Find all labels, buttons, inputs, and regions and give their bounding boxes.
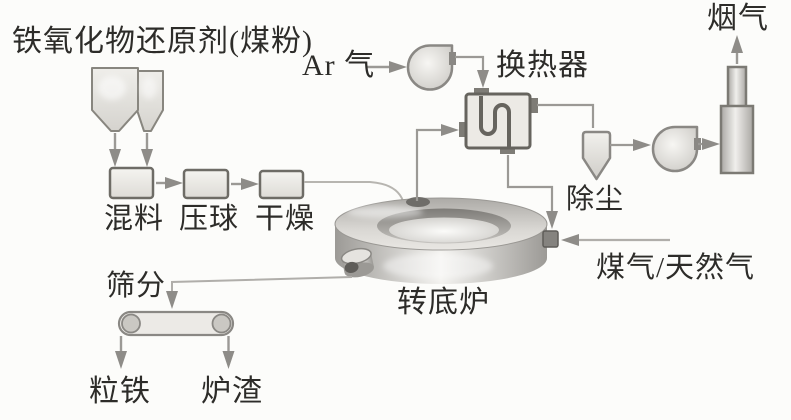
exchanger-right-nozzle bbox=[529, 98, 538, 113]
mixing-box-icon bbox=[108, 166, 155, 200]
label-heat-exchanger: 换热器 bbox=[496, 49, 589, 82]
label-dust-removal: 除尘 bbox=[566, 184, 625, 215]
flue-blower-icon bbox=[651, 125, 701, 173]
cyclone-dust-collector-icon bbox=[581, 130, 612, 181]
furnace-front-highlight bbox=[383, 253, 493, 279]
exchanger-bottom-nozzle bbox=[500, 146, 515, 154]
label-furnace: 转底炉 bbox=[397, 286, 490, 319]
drying-box-icon bbox=[258, 169, 305, 200]
furnace-to-screening-line bbox=[166, 276, 353, 309]
hopper-highlight bbox=[98, 76, 126, 100]
label-screening: 筛分 bbox=[106, 270, 167, 302]
label-drying: 干燥 bbox=[255, 203, 316, 235]
hopper-icons bbox=[91, 67, 164, 132]
screening-conveyor-icon bbox=[117, 310, 235, 337]
rotary-hearth-furnace-icon bbox=[334, 197, 559, 284]
label-slag: 炉渣 bbox=[201, 375, 263, 408]
hopper-highlight bbox=[141, 77, 157, 99]
label-ar-gas: Ar 气 bbox=[302, 49, 376, 82]
conveyor-roller-icon bbox=[211, 313, 232, 334]
furnace-top-highlight bbox=[347, 206, 423, 218]
exchanger-to-dust-line bbox=[537, 103, 595, 128]
heat-exchanger-icon bbox=[459, 88, 538, 154]
label-granular-iron: 粒铁 bbox=[89, 375, 151, 408]
exchanger-to-furnace-line bbox=[506, 155, 558, 229]
briquetting-box-icon bbox=[182, 168, 230, 200]
exchanger-top-nozzle bbox=[474, 88, 489, 96]
ar-blower-icon bbox=[406, 44, 456, 91]
furnace-discharge-outlet-icon bbox=[340, 247, 374, 278]
conveyor-bed bbox=[117, 310, 235, 337]
blower-outlet bbox=[694, 138, 701, 150]
discharge-top bbox=[340, 247, 372, 265]
furnace-offgas-line bbox=[415, 124, 459, 201]
discharge-hole bbox=[344, 261, 359, 273]
blower-to-exchanger-line bbox=[455, 55, 489, 88]
label-mixing: 混料 bbox=[104, 203, 165, 235]
label-briquetting: 压球 bbox=[179, 203, 240, 235]
exchanger-left-nozzle bbox=[459, 122, 468, 137]
label-iron-oxide: 铁氧化物 bbox=[12, 25, 136, 58]
stack-neck bbox=[726, 65, 748, 110]
blower-outlet bbox=[449, 52, 456, 65]
exchanger-shell bbox=[464, 92, 532, 150]
conveyor-roller-icon bbox=[121, 313, 141, 334]
label-fuel-gas: 煤气/天然气 bbox=[596, 252, 756, 284]
furnace-burner-port-icon bbox=[542, 230, 559, 248]
chimney-stack-icon bbox=[719, 65, 755, 175]
furnace-offgas-port-icon bbox=[406, 197, 430, 207]
heat-exchanger-coil-icon bbox=[479, 96, 511, 147]
stack-body bbox=[719, 104, 755, 175]
drying-to-furnace-line bbox=[304, 181, 404, 202]
label-flue-gas: 烟气 bbox=[707, 2, 769, 35]
furnace-hearth-floor bbox=[389, 217, 499, 243]
blower-volute bbox=[651, 125, 699, 173]
blower-volute bbox=[406, 44, 454, 91]
label-reductant: 还原剂(煤粉) bbox=[136, 25, 313, 58]
